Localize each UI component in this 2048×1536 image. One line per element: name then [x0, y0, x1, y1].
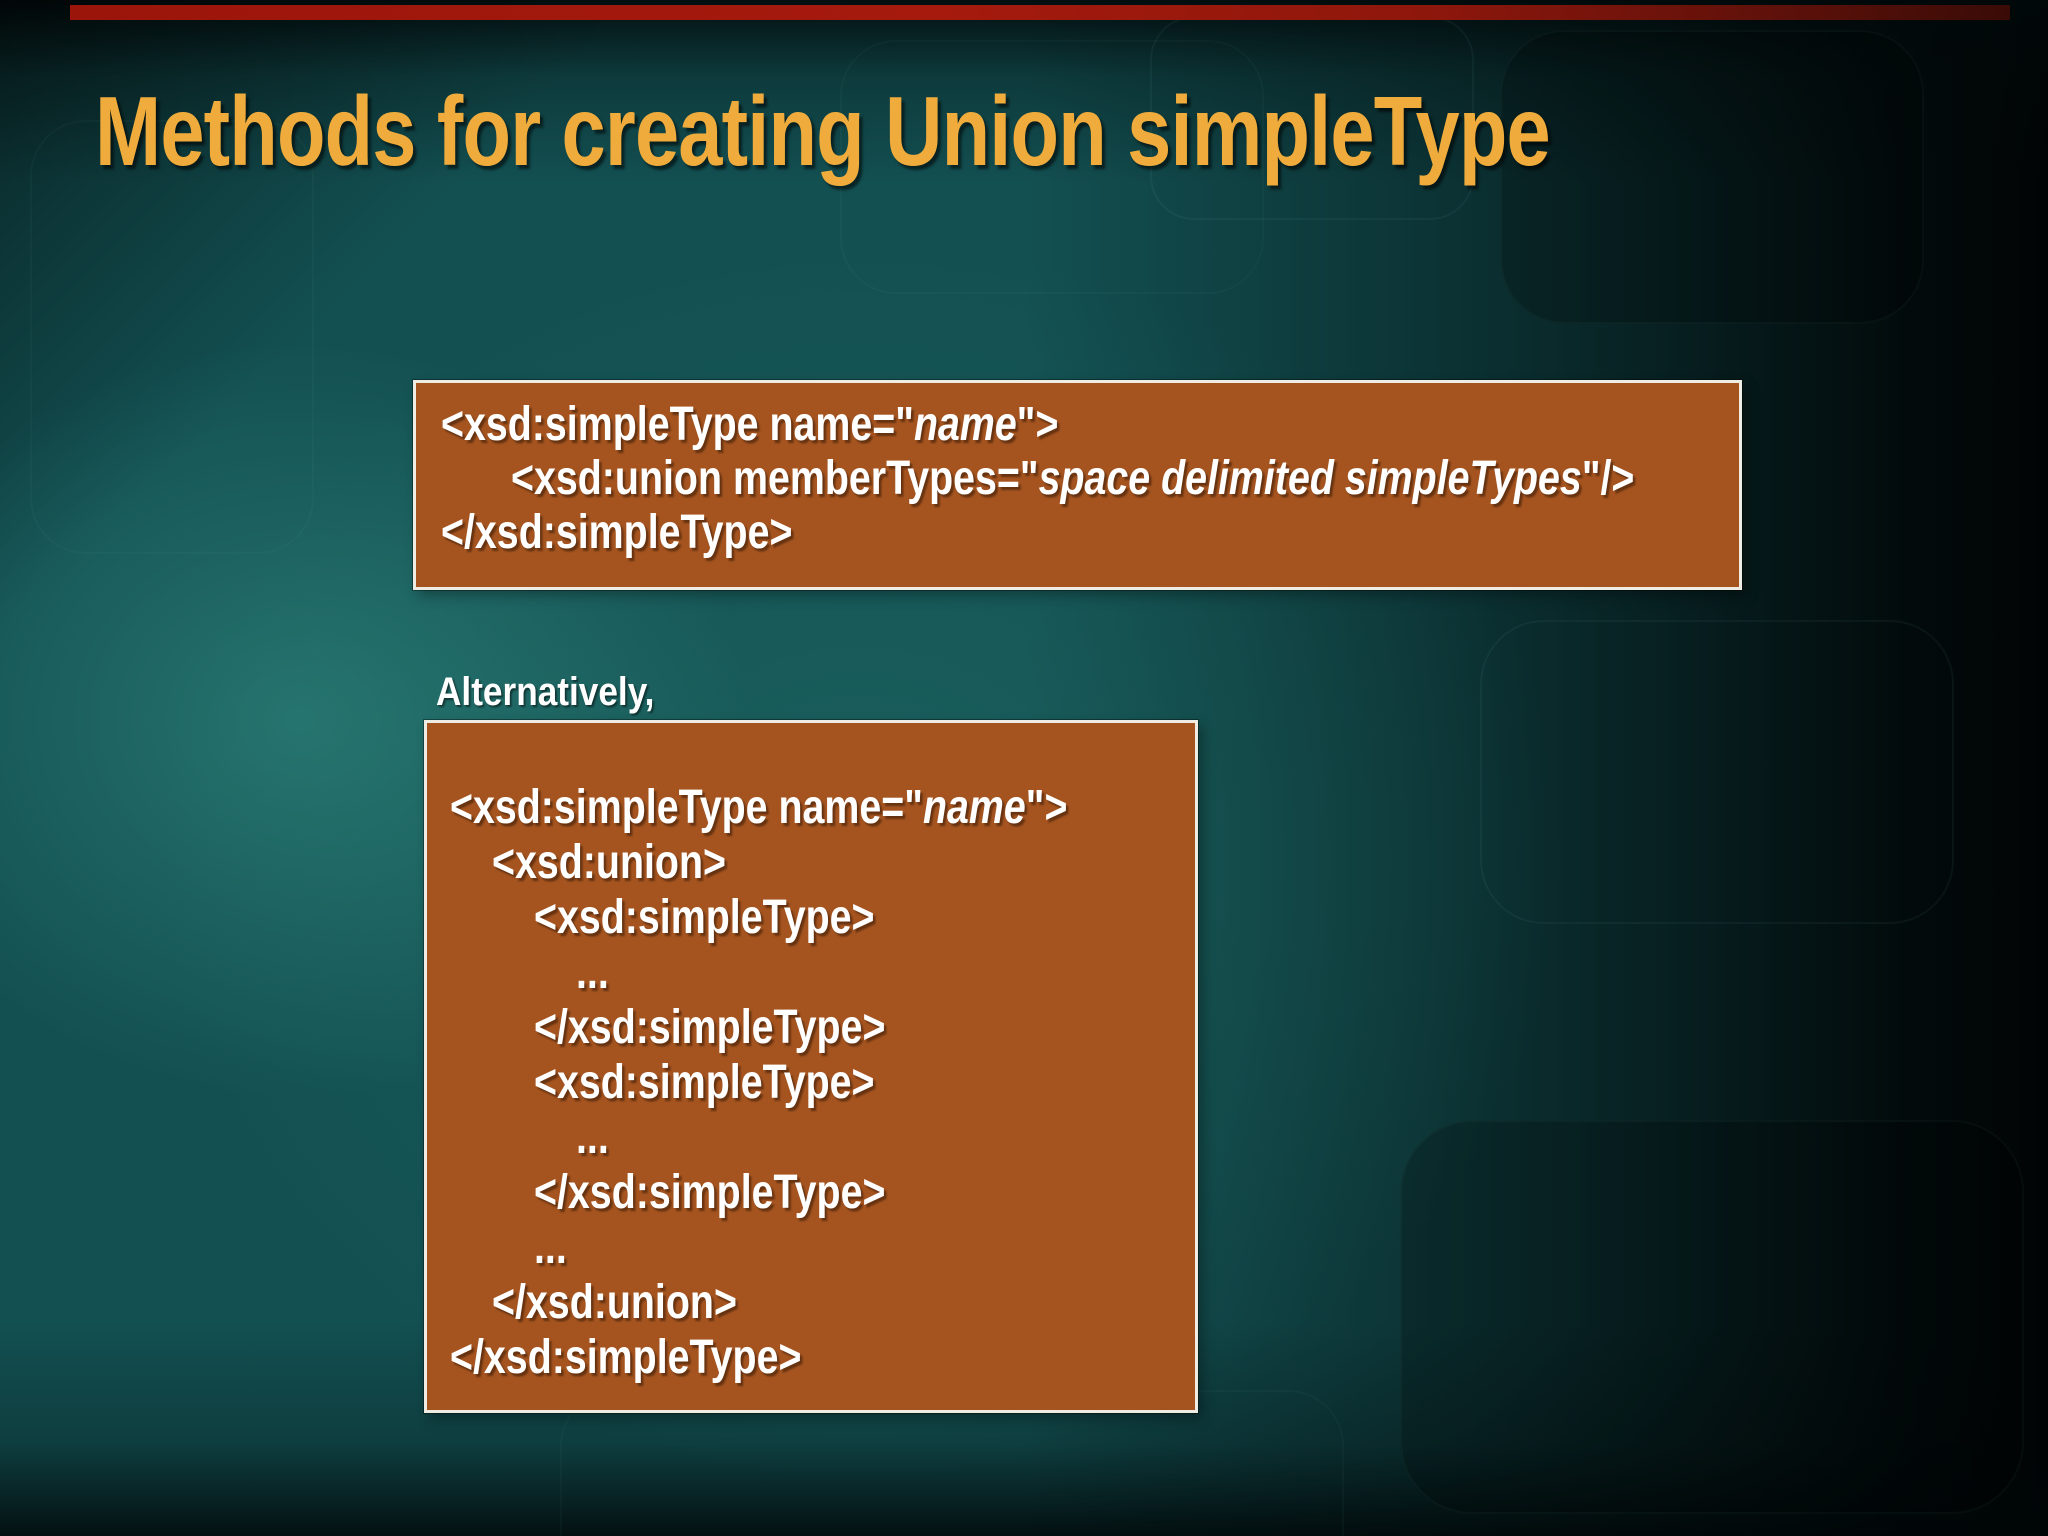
code-line: </xsd:simpleType>: [441, 506, 1739, 560]
code-line: </xsd:union>: [450, 1275, 1195, 1330]
code-line: ...: [450, 945, 1195, 1000]
code-line-text: <xsd:union memberTypes="space delimited …: [511, 452, 1635, 505]
code-line-text: </xsd:simpleType>: [534, 1166, 886, 1219]
code-line: ...: [450, 1110, 1195, 1165]
code-line-text: </xsd:simpleType>: [441, 506, 793, 559]
alternatively-label-text: Alternatively,: [436, 670, 655, 714]
code-box-union-expanded: <xsd:simpleType name="name"><xsd:union><…: [424, 720, 1198, 1413]
code-line: </xsd:simpleType>: [450, 1000, 1195, 1055]
code-box-union-compact: <xsd:simpleType name="name"><xsd:union m…: [413, 380, 1742, 590]
code-line: </xsd:simpleType>: [450, 1330, 1195, 1385]
page-title: Methods for creating Union simpleType: [95, 82, 1891, 180]
alternatively-label: Alternatively,: [436, 668, 684, 716]
code-line: <xsd:simpleType name="name">: [450, 780, 1195, 835]
code-line: <xsd:simpleType>: [450, 1055, 1195, 1110]
code-line-text: <xsd:simpleType name="name">: [441, 398, 1059, 451]
code-line-text: <xsd:simpleType>: [534, 891, 875, 944]
code-line-text: <xsd:union>: [492, 836, 727, 889]
code-line-text: </xsd:union>: [492, 1276, 737, 1329]
code-line-text: </xsd:simpleType>: [450, 1331, 802, 1384]
background-tile: [1500, 30, 1924, 324]
background-tile: [1480, 620, 1954, 924]
code-line: ...: [450, 1220, 1195, 1275]
code-line: </xsd:simpleType>: [450, 1165, 1195, 1220]
code-line-text: </xsd:simpleType>: [534, 1001, 886, 1054]
code-line-text: <xsd:simpleType>: [534, 1056, 875, 1109]
background-tile: [1400, 1120, 2024, 1514]
code-line-text: ...: [576, 946, 609, 999]
code-line-text: <xsd:simpleType name="name">: [450, 781, 1068, 834]
top-accent-bar: [70, 5, 2010, 20]
page-title-text: Methods for creating Union simpleType: [95, 76, 1551, 186]
code-line: <xsd:union memberTypes="space delimited …: [441, 452, 1739, 506]
code-line-text: ...: [576, 1111, 609, 1164]
code-line: <xsd:union>: [450, 835, 1195, 890]
code-line-text: ...: [534, 1221, 567, 1274]
code-line: <xsd:simpleType>: [450, 890, 1195, 945]
code-line: <xsd:simpleType name="name">: [441, 398, 1739, 452]
